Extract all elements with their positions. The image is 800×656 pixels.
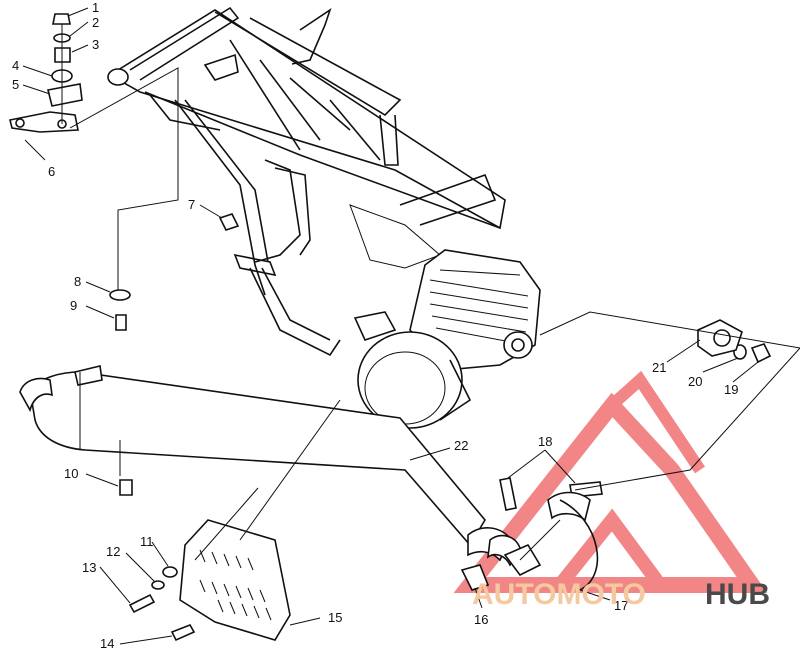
callout-10: 10 bbox=[64, 466, 78, 481]
watermark-word-automoto: AUTOMOTO bbox=[472, 578, 646, 611]
callout-15: 15 bbox=[328, 610, 342, 625]
callout-5: 5 bbox=[12, 77, 19, 92]
frame-assembly bbox=[107, 6, 506, 357]
callout-1: 1 bbox=[92, 0, 99, 15]
callout-9: 9 bbox=[70, 298, 77, 313]
callout-2: 2 bbox=[92, 15, 99, 30]
callout-7: 7 bbox=[188, 197, 195, 212]
engine-assembly bbox=[353, 249, 541, 429]
callout-12: 12 bbox=[106, 544, 120, 559]
callout-4: 4 bbox=[12, 58, 19, 73]
callout-3: 3 bbox=[92, 37, 99, 52]
callout-16: 16 bbox=[474, 612, 488, 627]
muffler-assembly bbox=[19, 365, 542, 577]
watermark-text: AUTOMOTO HUB bbox=[472, 578, 770, 611]
hardware-fasteners bbox=[109, 213, 772, 642]
callout-6: 6 bbox=[48, 164, 55, 179]
callout-labels: 1 2 3 4 5 6 7 8 9 10 11 12 13 14 15 16 1… bbox=[12, 0, 738, 651]
callout-11: 11 bbox=[140, 534, 154, 549]
callout-18: 18 bbox=[538, 434, 552, 449]
heat-shield bbox=[179, 519, 291, 641]
callout-13: 13 bbox=[82, 560, 96, 575]
callout-14: 14 bbox=[100, 636, 114, 651]
callout-21: 21 bbox=[652, 360, 666, 375]
mount-bracket-stack bbox=[9, 13, 83, 133]
callout-22: 22 bbox=[454, 438, 468, 453]
watermark-logo bbox=[453, 370, 768, 593]
callout-17: 17 bbox=[614, 598, 628, 613]
callout-20: 20 bbox=[688, 374, 702, 389]
leader-lines bbox=[22, 7, 800, 645]
callout-19: 19 bbox=[724, 382, 738, 397]
watermark-word-hub: HUB bbox=[705, 578, 770, 611]
callout-8: 8 bbox=[74, 274, 81, 289]
